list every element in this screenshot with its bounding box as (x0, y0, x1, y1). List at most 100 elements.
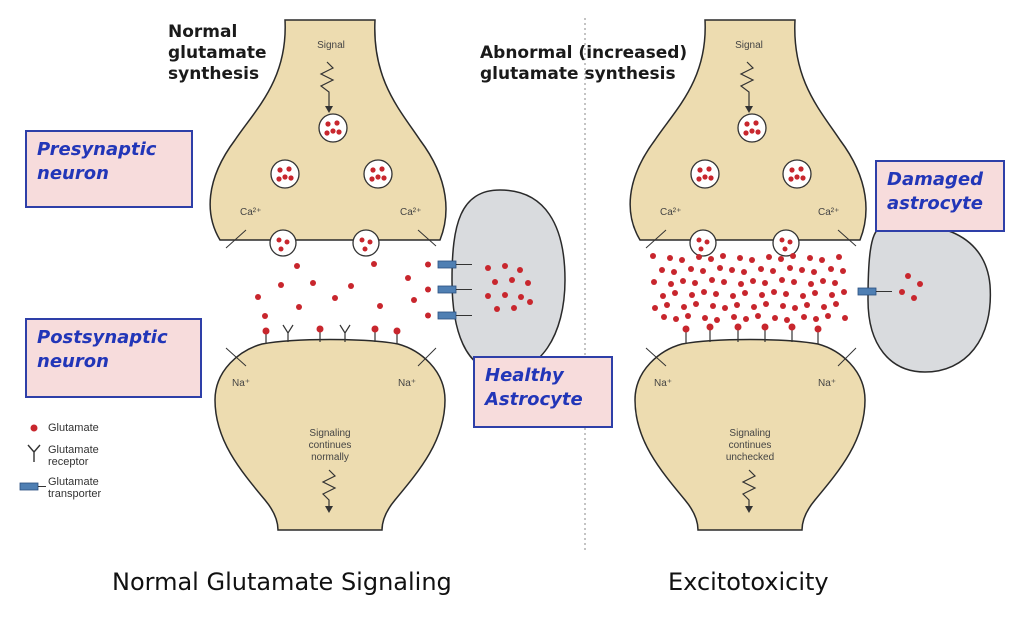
glutamate-dot (673, 316, 679, 322)
glutamate-dot (661, 314, 667, 320)
glutamate-dot (813, 316, 819, 322)
glutamate-dot (787, 265, 793, 271)
na-label-left-2: Na⁺ (398, 378, 417, 389)
postsynaptic-neuron-label: Postsynaptic neuron (25, 318, 202, 398)
docking-vesicles-right (689, 229, 800, 257)
legend-transporter-icon (19, 482, 46, 491)
glutamate-dot (821, 304, 827, 310)
receptors-left (265, 324, 398, 344)
glutamate-dot (778, 256, 784, 262)
bound-glutamate-left (262, 325, 401, 335)
glutamate-dot (758, 266, 764, 272)
glutamate-dot (688, 266, 694, 272)
glutamate-dot (750, 278, 756, 284)
glutamate-dot (812, 290, 818, 296)
na-arrow-right-1 (645, 347, 667, 367)
receptors-right (685, 330, 819, 344)
glutamate-dot (841, 289, 847, 295)
signal-arrow-bottom-left (325, 506, 333, 513)
glutamate-dot (807, 255, 813, 261)
signal-arrow-top-left (325, 106, 333, 113)
glutamate-dot (714, 317, 720, 323)
signal-arrow-bottom-right (745, 506, 753, 513)
na-label-right-1: Na⁺ (654, 378, 673, 389)
postsynaptic-neuron-right (634, 338, 866, 531)
astrocyte-glutamate-left (485, 263, 533, 312)
ca-arrow-left-2 (417, 229, 437, 247)
glutamate-dot (689, 292, 695, 298)
damaged-astrocyte-label: Damaged astrocyte (875, 160, 1005, 232)
glutamate-dot (829, 292, 835, 298)
ca-label-left-1: Ca²⁺ (240, 207, 262, 218)
vesicle-contents-left (276, 120, 387, 182)
glutamate-dot (722, 305, 728, 311)
docking-vesicle-contents-right (696, 237, 793, 252)
glutamate-dot (808, 281, 814, 287)
glutamate-dot (731, 314, 737, 320)
glutamate-dot (783, 291, 789, 297)
glutamate-dot (713, 291, 719, 297)
na-arrow-right-2 (837, 347, 857, 367)
healthy-astrocyte (451, 189, 566, 373)
glutamate-dot (770, 268, 776, 274)
glutamate-dot (681, 304, 687, 310)
left-heading: Normal glutamate synthesis (168, 22, 267, 84)
damaged-astrocyte (867, 224, 992, 373)
ca-arrow-right-1 (645, 229, 667, 249)
glutamate-dot (800, 293, 806, 299)
glutamate-dot (801, 314, 807, 320)
signal-label-top-left: Signal (317, 40, 345, 51)
na-arrow-left-2 (417, 347, 437, 367)
na-label-right-2: Na⁺ (818, 378, 837, 389)
postsynaptic-neuron-left (214, 338, 446, 531)
glutamate-dot (650, 253, 656, 259)
glutamate-dot (700, 268, 706, 274)
glutamate-dot (751, 304, 757, 310)
ca-label-right-2: Ca²⁺ (818, 207, 840, 218)
legend-glutamate-icon (30, 424, 38, 432)
glutamate-dot (790, 253, 796, 259)
signal-zigzag-bottom-left (321, 469, 337, 508)
vesicle-contents-right (696, 120, 806, 182)
signal-zigzag-top-left (319, 61, 335, 108)
glutamate-dot (832, 280, 838, 286)
legend-receptor-icon (27, 444, 41, 462)
glutamate-dot (833, 301, 839, 307)
glutamate-dot (660, 293, 666, 299)
ca-arrow-left-1 (225, 229, 247, 249)
glutamate-dot (755, 313, 761, 319)
right-heading: Abnormal (increased) glutamate synthesis (480, 43, 688, 84)
glutamate-dot (743, 316, 749, 322)
glutamate-dot (668, 281, 674, 287)
transporters-left (425, 260, 472, 320)
glutamate-dot (720, 253, 726, 259)
glutamate-dot (737, 255, 743, 261)
glutamate-dot (721, 279, 727, 285)
glutamate-dot (840, 268, 846, 274)
glutamate-dot (693, 301, 699, 307)
legend-transporter-label: Glutamate transporter (48, 476, 102, 500)
glutamate-dot (828, 266, 834, 272)
glutamate-dot (738, 281, 744, 287)
glutamate-dot (717, 265, 723, 271)
glutamate-dot (729, 267, 735, 273)
docking-vesicle-contents-left (276, 237, 373, 252)
glutamate-dot (799, 267, 805, 273)
legend-glutamate-label: Glutamate (48, 422, 99, 434)
astrocyte-glutamate-right (899, 273, 923, 301)
glutamate-dot (771, 289, 777, 295)
glutamate-dot (811, 269, 817, 275)
ca-label-left-2: Ca²⁺ (400, 207, 422, 218)
signal-zigzag-top-right (739, 61, 755, 108)
glutamate-dot (772, 315, 778, 321)
signal-label-top-right: Signal (735, 40, 763, 51)
glutamate-dot (791, 279, 797, 285)
legend-receptor-label: Glutamate receptor (48, 444, 99, 468)
glutamate-dot (825, 313, 831, 319)
glutamate-dot (664, 302, 670, 308)
transporter-right (857, 287, 892, 296)
glutamate-dot (659, 267, 665, 273)
signal-zigzag-bottom-right (741, 469, 757, 508)
